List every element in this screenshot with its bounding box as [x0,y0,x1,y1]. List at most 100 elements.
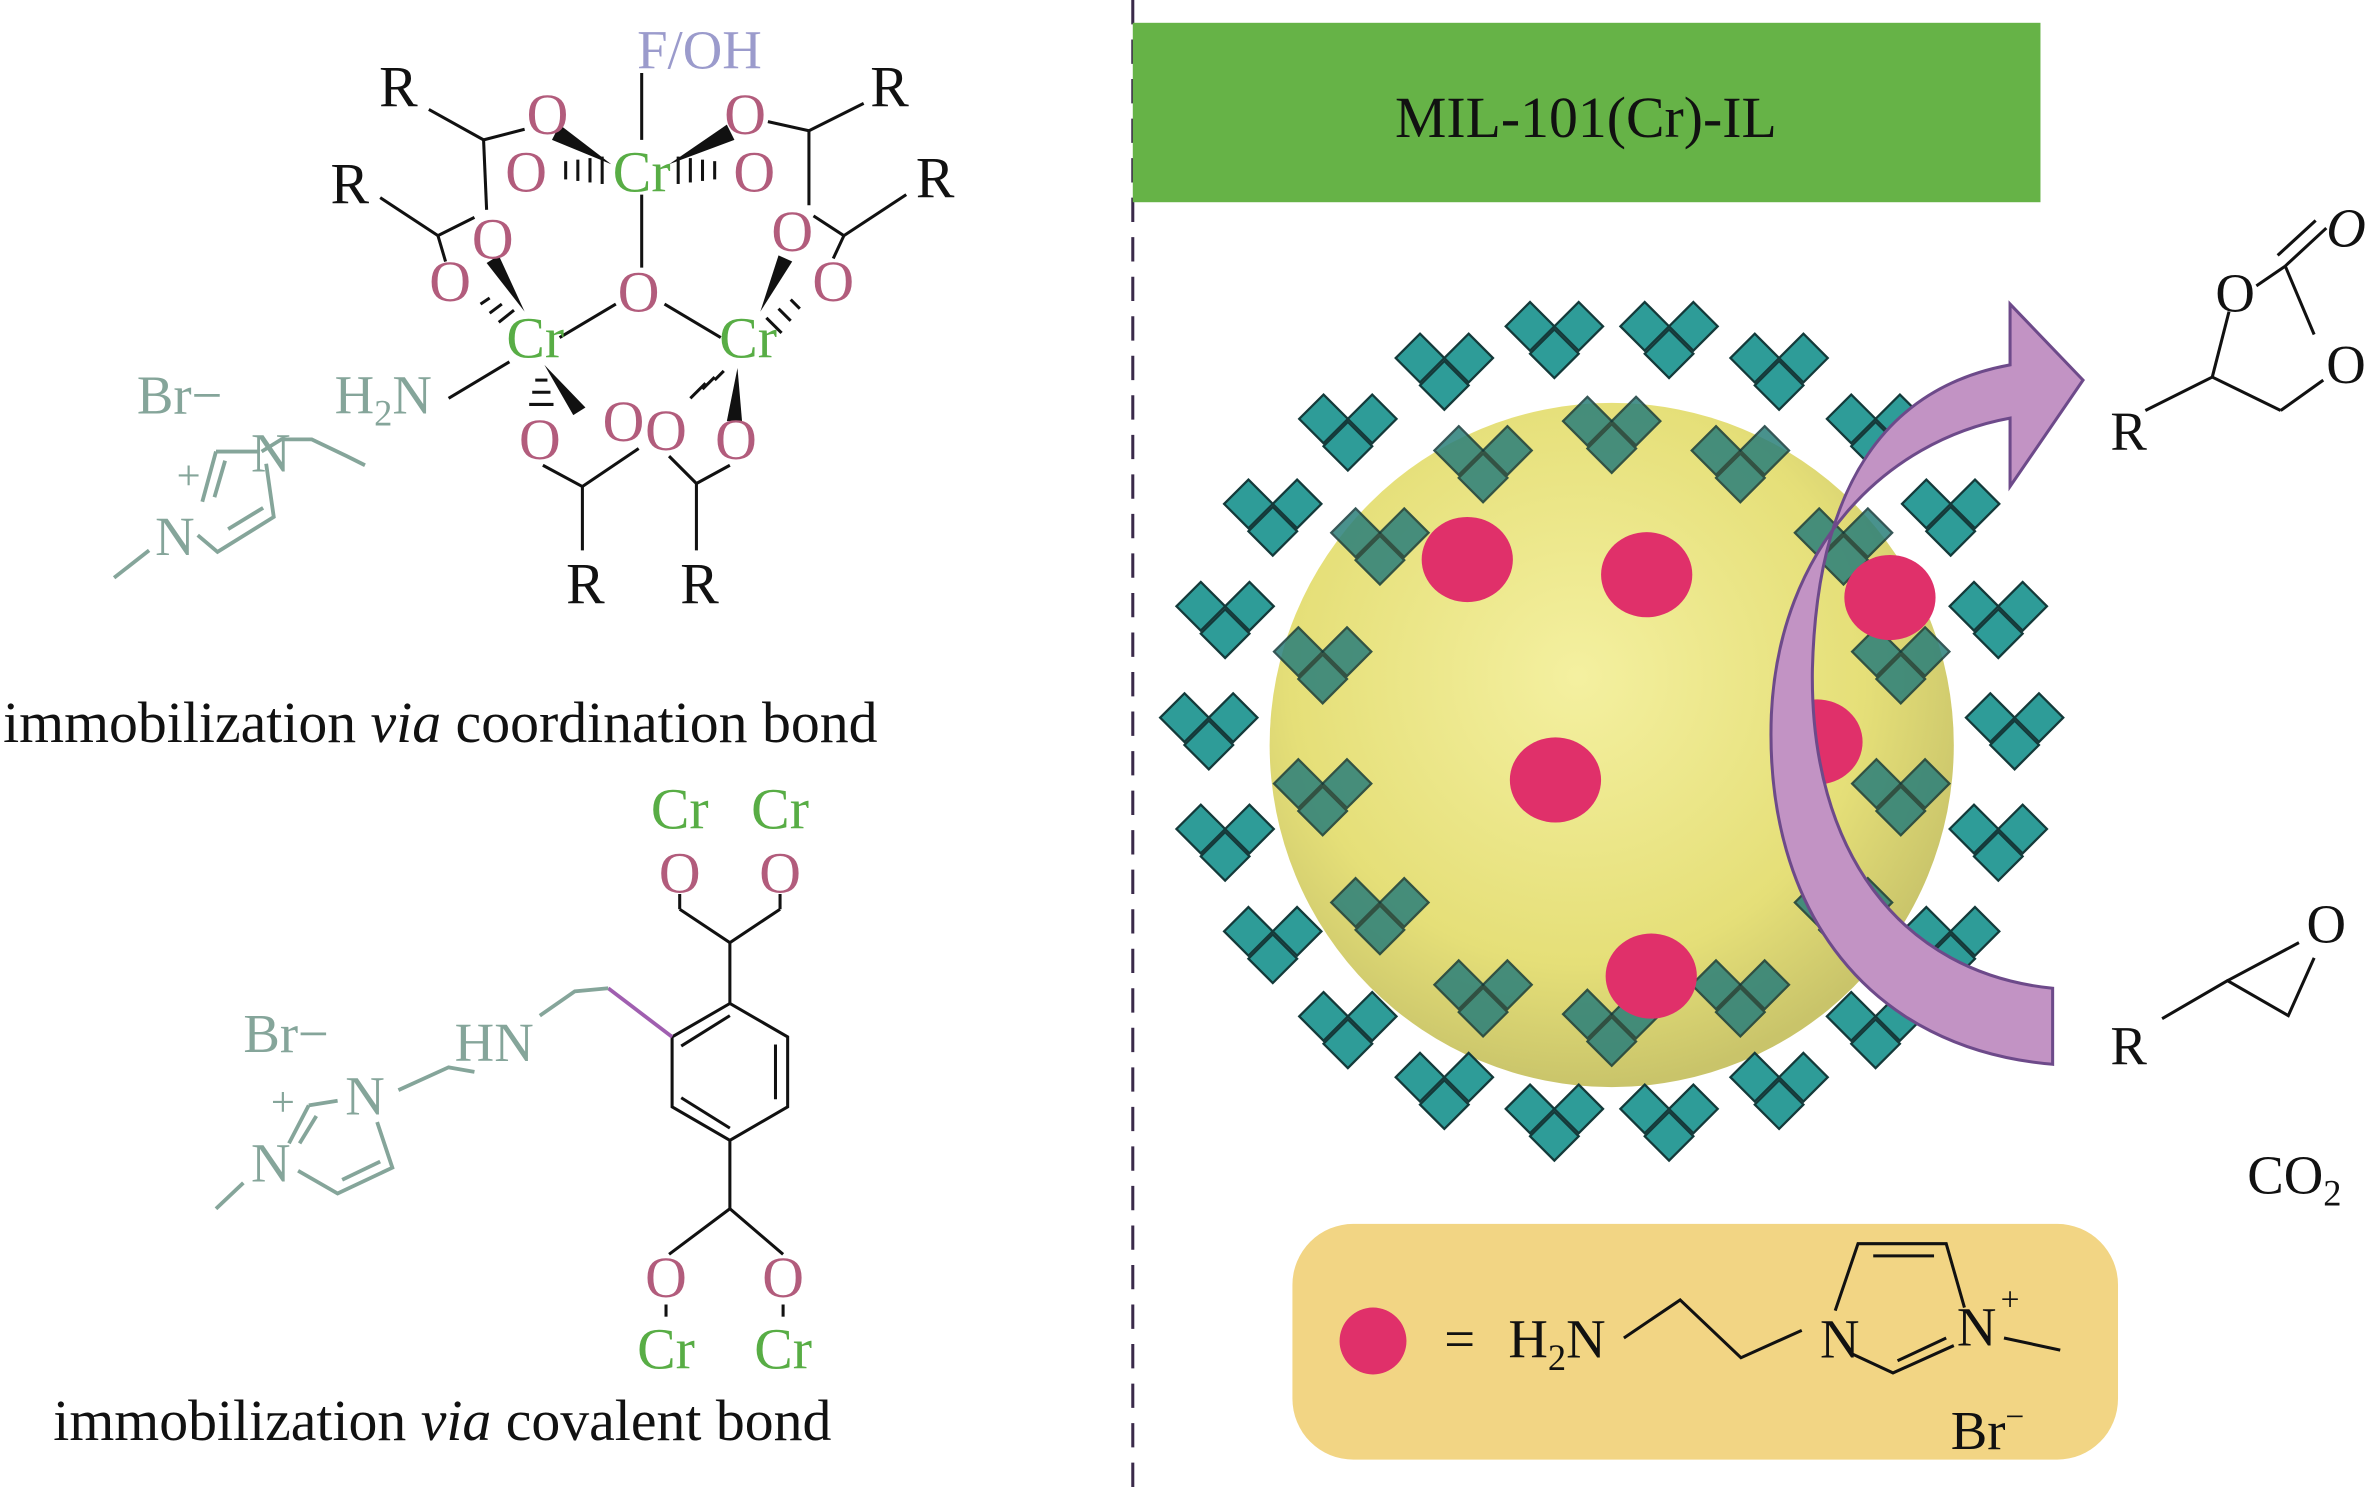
cr-octahedron [1174,803,1227,855]
r-group: R [680,554,719,617]
o-atom: O [715,409,757,472]
f-oh-label: F/OH [637,19,762,80]
o-atom: O [505,142,547,205]
co2-label: CO2 [2247,1145,2341,1214]
o-atom: O [519,409,561,472]
plus-charge: + [2001,1282,2020,1319]
o-atom: O [603,391,645,454]
cr-octahedron [1610,395,1662,448]
cr-octahedron [1246,932,1299,985]
ring-o: O [2326,334,2366,395]
wedge-bonds [486,124,793,422]
benzyl-linker-bond [607,986,674,1039]
cr-octahedron [1900,477,1953,530]
ring-o: O [2215,263,2255,324]
cr-octahedron [1948,803,2000,855]
o-atom: O [659,842,701,905]
cr-octahedron [1158,691,1211,744]
cr-octahedron [1949,477,2001,530]
cr-octahedron [1690,424,1742,477]
cr-octahedron [1378,876,1431,929]
cr-octahedron [1561,395,1614,448]
cr-octahedron [1924,505,1977,558]
cr-octahedron [1223,803,1276,855]
carbonyl-o: O [2326,197,2366,258]
cr-octahedron [1996,803,2049,855]
r-group: R [916,148,955,211]
hashed-bonds [479,156,801,406]
cr-atom: Cr [506,307,564,370]
cr-octahedron [1561,988,1614,1041]
bromide-label: Br− [1951,1399,2025,1461]
cr-atom: Cr [613,142,671,205]
coordination-structure: F/OH Cr Cr Cr O O O O O O O O O O O O O … [3,19,955,755]
cr-octahedron [1972,830,2025,883]
cr-octahedron [1329,876,1382,929]
n-atom: N [155,506,195,567]
title-banner [1132,22,2041,203]
r-group: R [2110,401,2147,462]
covalent-caption: immobilization via covalent bond [53,1390,831,1453]
cr-octahedron [1296,785,1349,837]
cr-atom: Cr [719,307,777,370]
cr-octahedron [1753,359,1806,412]
cr-octahedron [1432,424,1485,477]
cr-octahedron [1728,1051,1781,1104]
cr-octahedron [1996,580,2049,633]
n-atom: N [1820,1309,1860,1370]
banner-title: MIL-101(Cr)-IL [1395,87,1777,150]
cr-octahedron [1457,986,1510,1039]
cr-octahedron [1753,1078,1806,1131]
n-atom: N [345,1065,385,1126]
cr-octahedron [1222,905,1275,958]
cr-octahedron [1199,607,1252,660]
n-atom: N [251,422,291,483]
n-atom: N [1957,1297,1997,1358]
cr-octahedron [1207,691,1260,744]
o-atom: O [527,84,569,147]
il-dot-legend [1339,1307,1407,1375]
cr-octahedron [1246,505,1299,558]
cr-octahedron [1297,392,1350,445]
mof-cage [1158,300,2065,1163]
cr-octahedron [1667,300,1720,353]
cr-octahedron [1777,332,1830,384]
cr-octahedron [1714,986,1767,1039]
cr-octahedron [1394,332,1446,384]
cr-octahedron [1346,392,1399,445]
amine-label: HN [455,1012,534,1073]
il-dot [1844,554,1936,641]
cr-octahedron [1585,1015,1638,1068]
cr-octahedron [1346,990,1399,1043]
cr-octahedron [1457,451,1510,504]
cr-octahedron [2013,691,2065,744]
il-legend: = H2N N N + Br− [1292,1223,2119,1461]
cr-octahedron [1321,625,1373,678]
bromide-label: Br− [137,365,223,426]
cr-octahedron [1643,1110,1695,1163]
cr-octahedron [1964,691,2017,744]
cr-octahedron [1504,1082,1556,1135]
cr-octahedron [1841,506,1894,559]
o-atom: O [645,400,687,463]
cr-octahedron [1850,757,1903,810]
o-atom: O [812,251,854,314]
cr-octahedron [1296,653,1349,705]
epoxide-o: O [2307,894,2347,955]
cr-octahedron [1481,958,1534,1011]
cr-octahedron [1297,990,1350,1043]
o-atom: O [645,1247,687,1310]
cr-octahedron [1504,300,1556,353]
o-atom: O [733,142,775,205]
o-atom: O [759,842,801,905]
cr-octahedron [1738,424,1791,477]
cr-octahedron [1552,1082,1605,1135]
cr-octahedron [1874,785,1927,837]
cr-octahedron [1199,830,1252,883]
amine-label: H2N [335,365,432,434]
cr-octahedron [1714,451,1767,504]
o-atom: O [771,201,813,264]
cr-octahedron [1271,905,1324,958]
polyhedra-shell [1158,300,2065,1163]
